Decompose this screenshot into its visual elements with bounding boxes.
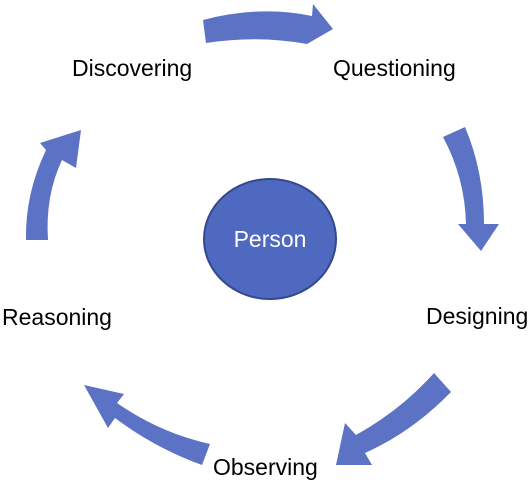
center-circle (203, 178, 337, 300)
arrow-reasoning-to-discovering (25, 130, 82, 240)
node-label-discovering: Discovering (72, 55, 193, 81)
node-label-observing: Observing (213, 454, 318, 480)
node-label-designing: Designing (426, 303, 529, 329)
node-label-reasoning: Reasoning (2, 304, 112, 330)
arrow-discovering-to-questioning (203, 4, 333, 44)
arrow-questioning-to-designing (443, 127, 499, 251)
arrow-designing-to-observing (336, 373, 451, 465)
arrow-observing-to-reasoning (84, 385, 210, 465)
center-label: Person (233, 226, 307, 252)
node-label-questioning: Questioning (333, 55, 456, 81)
